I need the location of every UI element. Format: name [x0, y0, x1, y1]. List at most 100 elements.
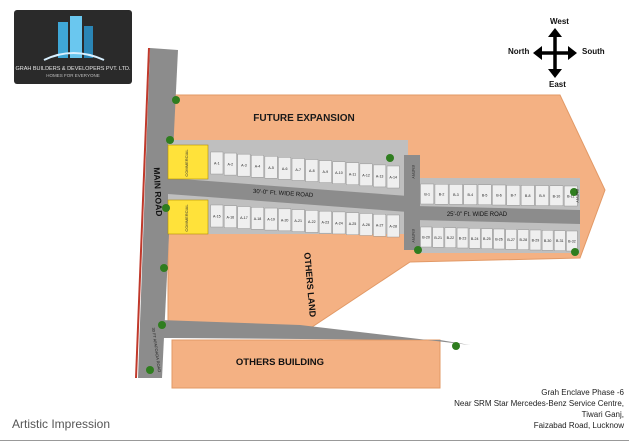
tree-7 [414, 246, 422, 254]
trees-layer [146, 96, 579, 374]
plot-label: A-26 [362, 223, 370, 227]
plot-b-4: B-4 [463, 184, 478, 205]
compass-east-label: East [549, 80, 566, 89]
plot-label: B-30 [544, 239, 552, 243]
entry-label-1: ENTRY [411, 165, 416, 179]
tree-1 [172, 96, 180, 104]
compass-south-label: South [582, 47, 605, 56]
plot-a-3: A-3 [237, 153, 251, 177]
plot-a-17: A-17 [237, 206, 251, 229]
plot-label: A-6 [282, 167, 288, 171]
plot-label: A-23 [322, 221, 330, 225]
wide-road-a [168, 178, 408, 212]
plot-b-9: B-9 [535, 185, 549, 206]
commercial-label-2: COMMERCIAL [184, 204, 189, 232]
plot-a-5: A-5 [264, 156, 278, 179]
plot-b-3: B-3 [449, 184, 463, 205]
plot-label: A-11 [349, 172, 356, 176]
plot-b-32: B-32 [566, 230, 578, 252]
plot-label: B-28 [520, 238, 528, 242]
tree-9 [570, 188, 578, 196]
plot-label: B-9 [539, 194, 545, 198]
plot-label: B-7 [511, 194, 517, 198]
tree-4 [160, 264, 168, 272]
plot-b-7: B-7 [506, 184, 521, 206]
plot-a-22: A-22 [305, 210, 319, 233]
compass-west-label: West [550, 17, 569, 26]
tree-10 [571, 248, 579, 256]
plot-label: B-24 [471, 237, 479, 241]
plot-a-12: A-12 [359, 163, 373, 187]
plot-label: B-32 [568, 240, 576, 244]
plot-label: B-6 [496, 194, 502, 198]
wide-road-2-label: 25'-0" Ft. WIDE ROAD [447, 212, 508, 218]
commercial-plot-1 [167, 144, 209, 180]
plot-a-24: A-24 [332, 211, 346, 235]
others-building-parcel [171, 339, 441, 389]
plot-label: A-18 [254, 217, 262, 221]
plot-label: B-5 [482, 193, 488, 197]
plot-label: A-9 [323, 170, 329, 174]
logo-company-text: GRAH BUILDERS & DEVELOPERS PVT. LTD. [15, 66, 131, 72]
plot-a-16: A-16 [223, 205, 237, 228]
plot-b-21: B-21 [432, 227, 444, 248]
plot-label: A-1 [214, 162, 220, 166]
tree-11 [146, 366, 154, 374]
address-line-1: Grah Enclave Phase -6 [541, 388, 624, 397]
plot-label: B-2 [439, 193, 445, 197]
plot-b-8: B-8 [520, 185, 535, 206]
main-road-boundary [135, 47, 150, 379]
plot-label: A-28 [389, 225, 397, 229]
plot-b-23: B-23 [456, 227, 469, 249]
entry-label-3: ENTRY [575, 189, 580, 203]
plot-a-14: A-14 [386, 165, 400, 189]
plot-label: A-24 [335, 221, 343, 225]
plot-a-15: A-15 [210, 204, 224, 228]
plot-label: B-11 [567, 195, 574, 199]
wide-road-b [415, 206, 580, 224]
plot-b-26: B-26 [493, 228, 505, 250]
plot-a-21: A-21 [291, 209, 305, 232]
plot-a-9: A-9 [318, 160, 332, 183]
plot-b-28: B-28 [517, 229, 529, 250]
plot-a-28: A-28 [386, 214, 400, 238]
plot-label: A-16 [227, 215, 235, 219]
plot-label: B-3 [453, 193, 459, 197]
plot-label: A-10 [335, 171, 343, 175]
plot-label: B-26 [495, 238, 503, 242]
plot-a-13: A-13 [373, 164, 387, 188]
plot-label: A-8 [309, 169, 315, 173]
bottom-divider [0, 440, 629, 441]
plot-a-8: A-8 [305, 159, 319, 182]
main-road-label: MAIN ROAD [152, 167, 165, 217]
plot-a-4: A-4 [251, 155, 264, 178]
company-logo: GRAH BUILDERS & DEVELOPERS PVT. LTD. HOM… [14, 10, 132, 84]
site-address: Grah Enclave Phase -6 Near SRM Star Merc… [400, 387, 624, 431]
plot-label: B-23 [459, 237, 467, 241]
future-expansion-label: FUTURE EXPANSION [253, 113, 355, 124]
main-road [138, 48, 178, 378]
entry-label-2: ENTRY [411, 229, 416, 243]
plot-label: B-29 [532, 239, 540, 243]
tree-3 [162, 204, 170, 212]
address-line-2: Near SRM Star Mercedes-Benz Service Cent… [454, 399, 624, 408]
plot-a-26: A-26 [359, 213, 373, 236]
plot-b-29: B-29 [529, 229, 542, 251]
plot-label: A-2 [228, 163, 234, 167]
artistic-impression-caption: Artistic Impression [12, 417, 111, 431]
plot-label: B-20 [422, 236, 430, 240]
plot-label: A-3 [241, 164, 247, 168]
plot-label: A-14 [389, 176, 397, 180]
plot-label: B-31 [556, 239, 564, 243]
plot-label: A-25 [349, 222, 357, 226]
plot-label: A-7 [295, 168, 301, 172]
plot-label: B-10 [553, 194, 561, 198]
plot-a-27: A-27 [373, 214, 387, 237]
others-building-label: OTHERS BUILDING [236, 357, 324, 368]
plot-b-25: B-25 [481, 228, 493, 249]
plot-b-27: B-27 [505, 229, 517, 250]
tree-6 [386, 154, 394, 162]
